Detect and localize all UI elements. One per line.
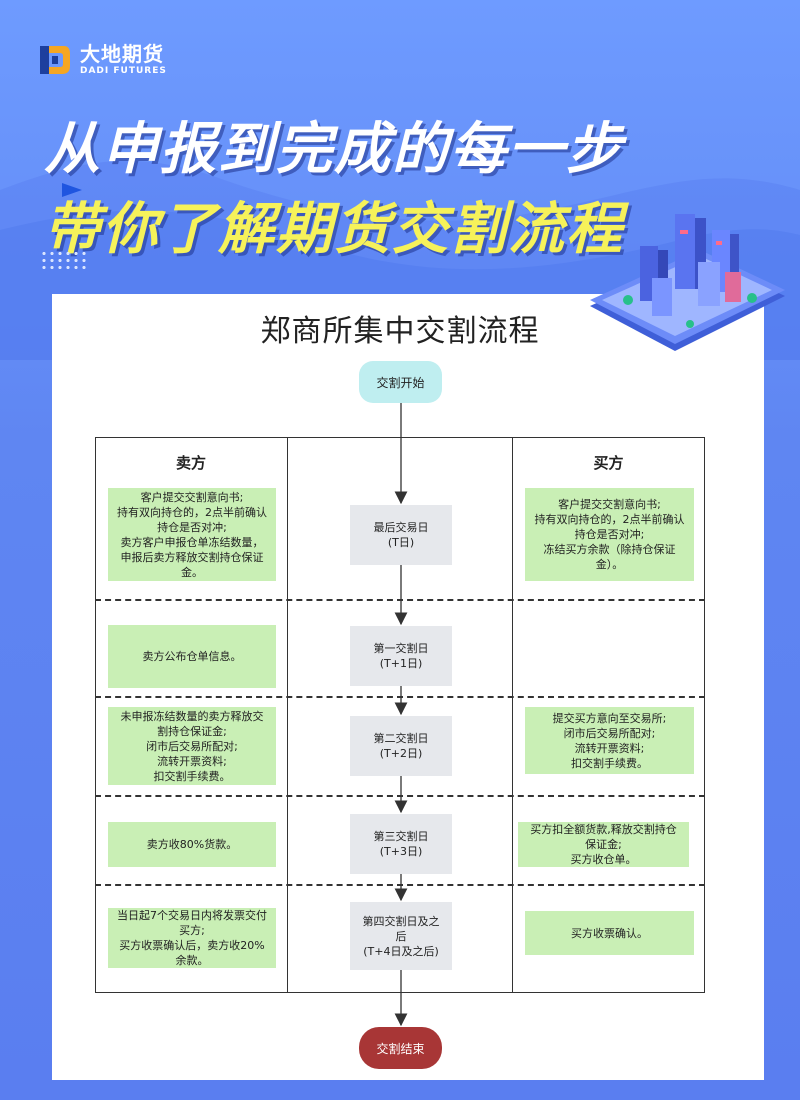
stage-box-t3: 第三交割日 (T+3日) bbox=[350, 814, 452, 874]
buyer-step-box: 买方扣全额货款,释放交割持仓 保证金; 买方收仓单。 bbox=[518, 822, 689, 867]
step-line: 保证金; bbox=[585, 838, 622, 851]
start-node: 交割开始 bbox=[359, 361, 442, 403]
stage-label: 第二交割日 bbox=[373, 732, 429, 745]
stage-label: (T+1日) bbox=[379, 657, 423, 670]
brand-logo: 大地期货 DADI FUTURES bbox=[38, 42, 167, 78]
step-line: 申报后卖方释放交割持仓保证 bbox=[120, 550, 264, 564]
buyer-step-box: 提交买方意向至交易所; 闭市后交易所配对; 流转开票资料; 扣交割手续费。 bbox=[525, 707, 694, 774]
step-line: 提交买方意向至交易所; bbox=[552, 711, 667, 725]
flag-decoration bbox=[62, 183, 82, 197]
step-line: 买方收票确认。 bbox=[571, 926, 648, 940]
step-line: 闭市后交易所配对; bbox=[563, 726, 656, 740]
step-line: 当日起7个交易日内将发票交付 bbox=[117, 909, 267, 922]
dots-decoration bbox=[40, 250, 90, 272]
step-line: 扣交割手续费。 bbox=[571, 756, 648, 770]
flowchart-title: 郑商所集中交割流程 bbox=[260, 314, 540, 349]
stage-label: (T+4日及之后) bbox=[363, 944, 439, 958]
step-line: 金。 bbox=[181, 565, 203, 579]
step-line: 扣交割手续费。 bbox=[153, 769, 231, 783]
headline-line-2: 带你了解期货交割流程 bbox=[44, 197, 624, 262]
logo-mark-icon bbox=[38, 42, 72, 78]
brand-name-cn: 大地期货 bbox=[80, 42, 164, 66]
step-line: 流转开票资料; bbox=[157, 754, 227, 768]
seller-step-box: 卖方公布仓单信息。 bbox=[108, 625, 276, 688]
step-line: 卖方公布仓单信息。 bbox=[142, 650, 242, 663]
stage-label: (T+2日) bbox=[379, 747, 423, 760]
step-line: 持有双向持仓的，2点半前确认 bbox=[117, 505, 267, 519]
swimlane-frame bbox=[95, 437, 705, 993]
stage-divider bbox=[95, 696, 705, 698]
stage-divider bbox=[95, 884, 705, 886]
stage-label: (T日) bbox=[387, 536, 415, 549]
step-line: 割持仓保证金; bbox=[157, 724, 227, 738]
stage-divider bbox=[95, 795, 705, 797]
seller-step-box: 当日起7个交易日内将发票交付 买方; 买方收票确认后，卖方收20% 余款。 bbox=[108, 908, 276, 968]
step-line: 持仓是否对冲; bbox=[157, 520, 227, 534]
lane-header-buyer: 买方 bbox=[593, 454, 624, 472]
stage-box-t2: 第二交割日 (T+2日) bbox=[350, 716, 452, 776]
stage-label: (T+3日) bbox=[379, 845, 423, 858]
lane-divider-left bbox=[287, 437, 288, 993]
step-line: 客户提交交割意向书; bbox=[140, 490, 244, 504]
step-line: 持仓是否对冲; bbox=[574, 528, 645, 541]
stage-label: 第三交割日 bbox=[373, 830, 429, 843]
city-illustration-icon bbox=[590, 214, 785, 351]
seller-step-box: 客户提交交割意向书; 持有双向持仓的，2点半前确认 持仓是否对冲; 卖方客户申报… bbox=[108, 488, 276, 581]
headline-line-1: 从申报到完成的每一步 bbox=[44, 117, 624, 182]
stage-divider bbox=[95, 599, 705, 601]
step-line: 买方收票确认后，卖方收20% bbox=[119, 939, 265, 952]
step-line: 买方扣全额货款,释放交割持仓 bbox=[530, 823, 677, 836]
lane-divider-right bbox=[512, 437, 513, 993]
step-line: 流转开票资料; bbox=[574, 741, 645, 755]
seller-step-box: 未申报冻结数量的卖方释放交 割持仓保证金; 闭市后交易所配对; 流转开票资料; … bbox=[108, 707, 276, 785]
stage-label: 第一交割日 bbox=[373, 642, 429, 655]
step-line: 买方收仓单。 bbox=[570, 853, 637, 866]
step-line: 金）。 bbox=[595, 558, 624, 571]
brand-name-en: DADI FUTURES bbox=[80, 66, 167, 76]
step-line: 冻结买方余款（除持仓保证 bbox=[543, 543, 676, 556]
step-line: 客户提交交割意向书; bbox=[558, 498, 661, 511]
buyer-step-box: 客户提交交割意向书; 持有双向持仓的，2点半前确认 持仓是否对冲; 冻结买方余款… bbox=[525, 488, 694, 581]
stage-label: 后 bbox=[395, 929, 407, 943]
step-line: 卖方客户申报仓单冻结数量， bbox=[120, 535, 264, 549]
stage-label: 第四交割日及之 bbox=[362, 914, 440, 928]
step-line: 闭市后交易所配对; bbox=[146, 739, 238, 753]
buyer-step-box: 买方收票确认。 bbox=[525, 911, 694, 955]
step-line: 买方; bbox=[179, 924, 205, 937]
seller-step-box: 卖方收80%货款。 bbox=[108, 822, 276, 867]
step-line: 余款。 bbox=[175, 954, 209, 967]
step-line: 未申报冻结数量的卖方释放交 bbox=[120, 709, 264, 723]
step-line: 卖方收80%货款。 bbox=[146, 838, 238, 851]
stage-label: 最后交易日 bbox=[373, 521, 429, 534]
end-node: 交割结束 bbox=[359, 1027, 442, 1069]
stage-box-t1: 第一交割日 (T+1日) bbox=[350, 626, 452, 686]
stage-box-t4: 第四交割日及之 后 (T+4日及之后) bbox=[350, 902, 452, 970]
lane-header-seller: 卖方 bbox=[175, 454, 206, 472]
stage-box-t: 最后交易日 (T日) bbox=[350, 505, 452, 565]
step-line: 持有双向持仓的，2点半前确认 bbox=[534, 513, 685, 526]
